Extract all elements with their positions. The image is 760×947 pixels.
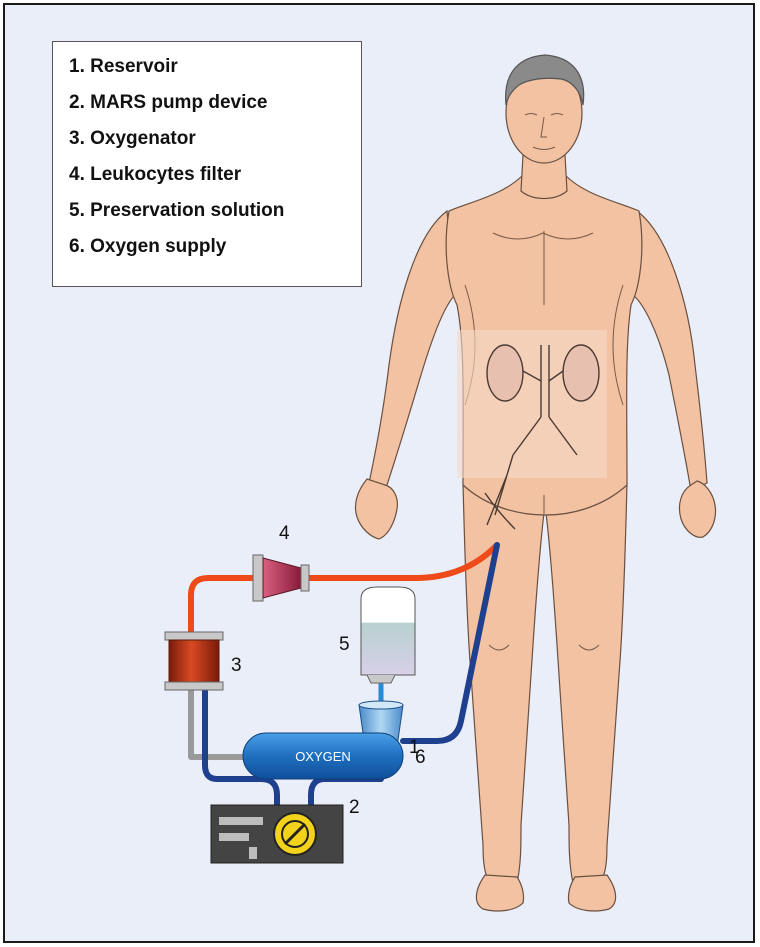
- label-pump: 2: [349, 797, 360, 818]
- legend-item-solution: 5. Preservation solution: [69, 200, 361, 236]
- right-arm: [633, 211, 707, 491]
- legend-item-reservoir: 1. Reservoir: [69, 56, 361, 92]
- legend-item-oxygen: 6. Oxygen supply: [69, 236, 361, 272]
- left-foot: [476, 875, 523, 911]
- human-figure: [355, 55, 715, 911]
- legend-item-oxygenator: 3. Oxygenator: [69, 128, 361, 164]
- oxygen-tank: OXYGEN: [243, 733, 403, 779]
- label-oxygenator: 3: [231, 655, 242, 676]
- label-solution: 5: [339, 634, 350, 655]
- legend-item-pump: 2. MARS pump device: [69, 92, 361, 128]
- preservation-solution-bag: [361, 587, 415, 683]
- oxygenator: [165, 632, 223, 690]
- right-leg: [545, 483, 627, 883]
- oxygen-tank-label: OXYGEN: [295, 749, 351, 764]
- legend-item-filter: 4. Leukocytes filter: [69, 164, 361, 200]
- label-filter: 4: [279, 523, 290, 544]
- mars-pump-device: [211, 805, 343, 863]
- right-hand: [679, 481, 715, 537]
- arterial-line: [191, 578, 257, 635]
- left-leg: [463, 483, 545, 883]
- right-foot: [568, 875, 615, 911]
- left-arm: [369, 211, 455, 491]
- legend: 1. Reservoir 2. MARS pump device 3. Oxyg…: [52, 41, 362, 287]
- left-hand: [355, 479, 397, 539]
- label-oxygen: 6: [415, 747, 426, 768]
- leukocytes-filter: [253, 555, 309, 601]
- diagram-frame: OXYGEN 1 2 3 4 5 6 1. Reservoir 2. MARS …: [3, 3, 755, 943]
